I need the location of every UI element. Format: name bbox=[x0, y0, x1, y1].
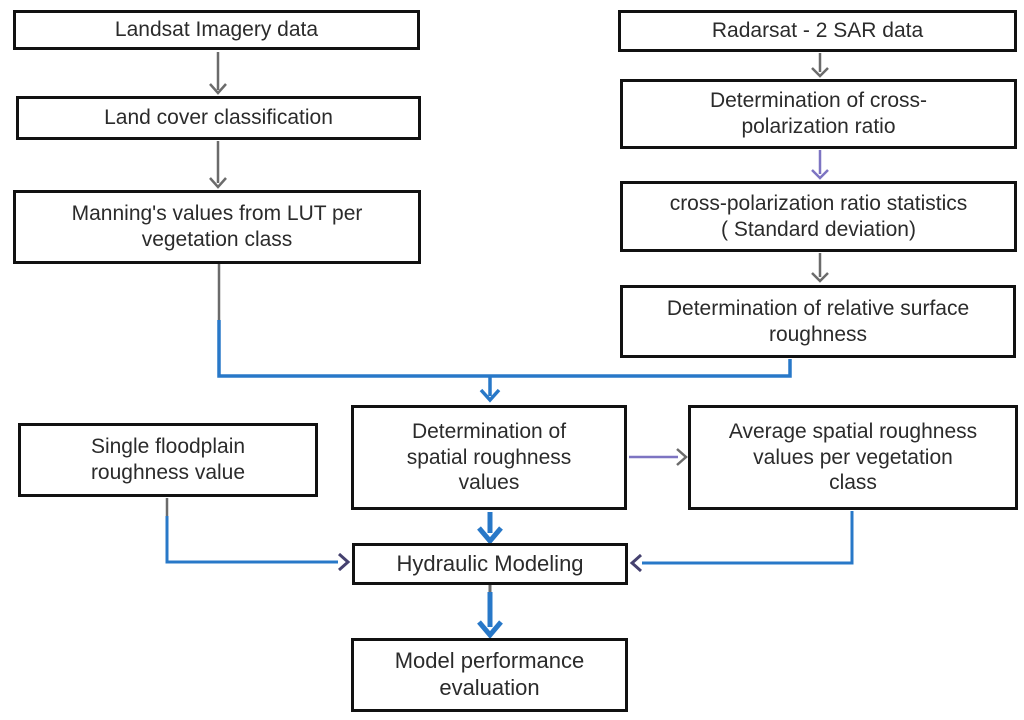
node-label: Determination of cross- polarization rat… bbox=[709, 89, 928, 138]
node-radarsat-2-sar-data: Radarsat - 2 SAR data bbox=[618, 10, 1017, 52]
connector-crosspol-to-stats bbox=[811, 150, 829, 180]
connector-landsat-to-landcover bbox=[209, 52, 227, 95]
node-average-spatial-roughness: Average spatial roughness values per veg… bbox=[688, 405, 1018, 510]
node-land-cover-classification: Land cover classification bbox=[16, 96, 421, 140]
node-label: Manning's values from LUT per vegetation… bbox=[71, 202, 363, 251]
node-spatial-roughness-values: Determination of spatial roughness value… bbox=[351, 405, 627, 510]
node-label: Landsat Imagery data bbox=[114, 18, 319, 42]
connector-spatial-to-hydraulic bbox=[477, 512, 503, 545]
node-hydraulic-modeling: Hydraulic Modeling bbox=[352, 543, 628, 585]
node-landsat-imagery-data: Landsat Imagery data bbox=[13, 10, 420, 50]
node-cross-polarization-statistics: cross-polarization ratio statistics ( St… bbox=[620, 181, 1017, 252]
node-cross-polarization-ratio: Determination of cross- polarization rat… bbox=[620, 79, 1017, 149]
node-label: Determination of relative surface roughn… bbox=[666, 296, 970, 346]
node-label: Land cover classification bbox=[104, 106, 333, 130]
connector-merge-to-spatial bbox=[217, 264, 792, 403]
node-label: Radarsat - 2 SAR data bbox=[711, 19, 924, 43]
connector-singlefp-to-hydraulic bbox=[165, 498, 351, 572]
connector-hydraulic-to-modelperf bbox=[477, 585, 503, 639]
node-label: Average spatial roughness values per veg… bbox=[728, 420, 978, 495]
connector-landcover-to-manning bbox=[209, 141, 227, 189]
node-label: Determination of spatial roughness value… bbox=[406, 420, 572, 495]
connector-stats-to-relroughness bbox=[811, 253, 829, 283]
node-label: Hydraulic Modeling bbox=[396, 550, 584, 576]
connector-avgspatial-to-hydraulic bbox=[629, 511, 854, 573]
connector-radarsat-to-crosspol bbox=[811, 53, 829, 78]
node-label: cross-polarization ratio statistics ( St… bbox=[669, 191, 968, 241]
node-manning-values-lut: Manning's values from LUT per vegetation… bbox=[13, 190, 421, 264]
node-label: Model performance evaluation bbox=[394, 648, 585, 700]
node-relative-surface-roughness: Determination of relative surface roughn… bbox=[620, 285, 1016, 358]
node-single-floodplain-roughness: Single floodplain roughness value bbox=[18, 423, 318, 497]
node-model-performance-evaluation: Model performance evaluation bbox=[351, 638, 628, 712]
connector-spatial-to-avgspatial bbox=[629, 448, 688, 466]
node-label: Single floodplain roughness value bbox=[90, 435, 246, 484]
